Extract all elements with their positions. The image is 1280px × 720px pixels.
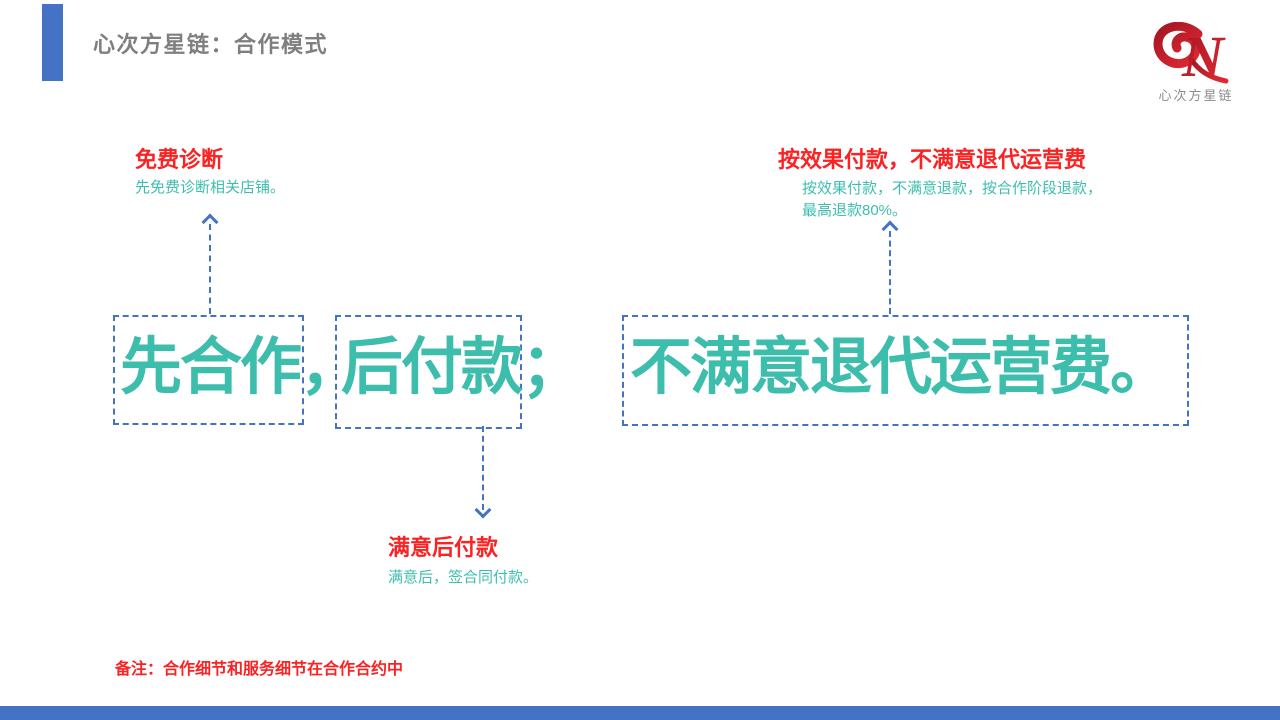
arrow-down-icon (474, 501, 492, 519)
headline-segment-1: 先合作， (120, 333, 362, 402)
page-title: 心次方星链：合作模式 (93, 32, 329, 57)
footer-accent-bar (0, 706, 1280, 720)
headline-segment-3: 不满意退代运营费。 (630, 333, 1172, 402)
connector-left (209, 224, 211, 314)
footer-note: 备注：合作细节和服务细节在合作合约中 (115, 661, 404, 678)
callout-free-diagnosis-desc: 先免费诊断相关店铺。 (135, 179, 286, 196)
callout-pay-by-result-title: 按效果付款，不满意退代运营费 (778, 147, 1087, 172)
connector-bottom (482, 426, 484, 510)
callout-free-diagnosis-title: 免费诊断 (135, 147, 224, 172)
callout-pay-after-satisfied-desc: 满意后，签合同付款。 (388, 569, 539, 586)
logo-caption: 心次方星链 (1158, 88, 1234, 103)
logo-swirl-icon: N (1153, 22, 1229, 86)
callout-pay-after-satisfied-title: 满意后付款 (388, 535, 499, 560)
callout-pay-by-result-desc-line1: 按效果付款，不满意退款，按合作阶段退款， (802, 180, 1103, 197)
headline-box-3 (622, 315, 1189, 426)
callout-pay-by-result-desc-line2: 最高退款80%。 (802, 202, 908, 219)
logo-monogram: N (1181, 24, 1226, 86)
company-logo: N 心次方星链 (1146, 22, 1246, 104)
callout-pay-by-result-desc: 按效果付款，不满意退款，按合作阶段退款， 最高退款80%。 (802, 178, 1102, 222)
header-accent-bar (42, 4, 63, 81)
headline-segment-2: 后付款； (341, 333, 583, 402)
headline-box-1 (113, 315, 304, 425)
connector-right (889, 231, 891, 314)
headline-box-2 (335, 315, 522, 429)
